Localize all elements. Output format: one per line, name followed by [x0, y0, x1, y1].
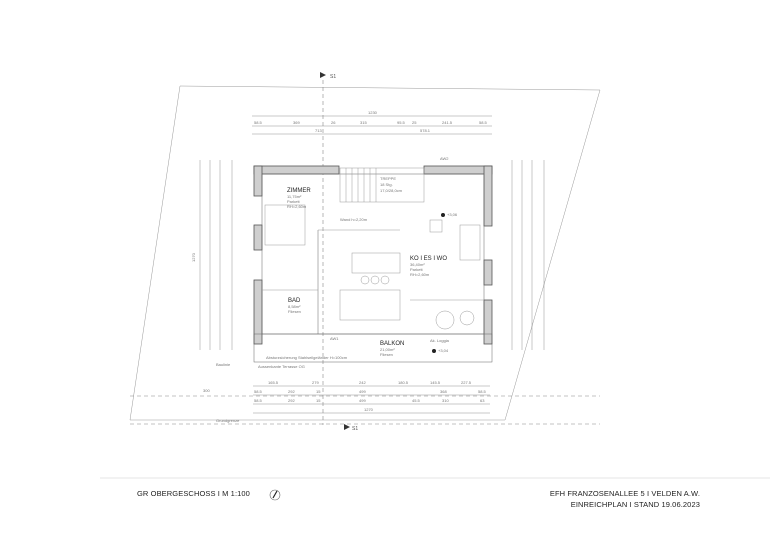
room-balkon: BALKON 21,00m² Fliesen — [380, 341, 404, 357]
top-dimensions: 1230 58.5 369 26 315 95.5 25 241.5 58.5 … — [252, 110, 492, 135]
svg-text:Fliesen: Fliesen — [380, 352, 393, 357]
north-arrow-icon — [269, 489, 281, 501]
dimension-label: 713 — [315, 128, 322, 133]
dimension-label: 15 — [316, 389, 321, 394]
room-zimmer: ZIMMER 11,75m² Parkett RH=2,60m — [287, 188, 311, 209]
stair-label: TREPPE — [380, 176, 396, 181]
svg-text:RH=2,60m: RH=2,60m — [287, 204, 307, 209]
svg-text:21,00m²: 21,00m² — [380, 347, 395, 352]
bottom-dimensions: 165.5 279 242 180.5 145.5 227.5 58.5 292… — [203, 380, 490, 414]
svg-text:KO I ES I WO: KO I ES I WO — [410, 256, 447, 262]
level-marker-icon — [432, 349, 436, 353]
right-dimensions — [511, 160, 545, 350]
dimension-label: 1270 — [364, 407, 374, 412]
dimension-label: 227.5 — [461, 380, 472, 385]
dimension-label: 369 — [293, 120, 300, 125]
svg-text:Parkett: Parkett — [287, 199, 301, 204]
svg-text:Fliesen: Fliesen — [288, 309, 301, 314]
grundgrenze-label: Grundgrenze — [216, 418, 240, 423]
svg-text:BAD: BAD — [288, 298, 301, 304]
terrace-label: Aussenkante Terrasse OG — [258, 364, 305, 369]
left-dimensions: 1270 — [191, 160, 233, 350]
dimension-label: 315 — [360, 120, 367, 125]
dimension-label: 578.1 — [420, 128, 431, 133]
room-bad: BAD 8,58m² Fliesen — [288, 298, 301, 314]
dimension-label: 25 — [412, 120, 417, 125]
level-label: +3,04 — [438, 348, 449, 353]
dimension-label: 292 — [288, 389, 295, 394]
wall-type-label: AW2 — [440, 156, 449, 161]
dimension-label: 241.5 — [442, 120, 453, 125]
dimension-label: 58.5 — [254, 389, 263, 394]
svg-text:36,40m²: 36,40m² — [410, 262, 425, 267]
dimension-label: 180.5 — [398, 380, 409, 385]
dimension-label: 499 — [359, 389, 366, 394]
dimension-label: 58.5 — [479, 120, 488, 125]
svg-text:RH=2,60m: RH=2,60m — [410, 272, 430, 277]
section-arrow-icon — [320, 72, 326, 78]
dimension-label: 242 — [359, 380, 366, 385]
svg-text:ZIMMER: ZIMMER — [287, 188, 311, 194]
loggia-label: Ak. Loggia — [430, 338, 450, 343]
dimension-label: 58.5 — [478, 389, 487, 394]
level-label: +3,06 — [447, 212, 458, 217]
dimension-label: 300 — [203, 388, 210, 393]
wall-label: Wand h=2,20m — [340, 217, 368, 222]
svg-text:8,58m²: 8,58m² — [288, 304, 301, 309]
dimension-label: 368 — [440, 389, 447, 394]
svg-text:Parkett: Parkett — [410, 267, 424, 272]
dimension-label: 1230 — [368, 110, 378, 115]
dimension-label: 15 — [316, 398, 321, 403]
level-marker-icon — [441, 213, 445, 217]
dimension-label: 63 — [480, 398, 485, 403]
dimension-label: 499 — [359, 398, 366, 403]
plan-title: GR OBERGESCHOSS I M 1:100 — [137, 489, 250, 498]
room-living: KO I ES I WO 36,40m² Parkett RH=2,60m — [410, 256, 447, 277]
dimension-label: 58.5 — [254, 398, 263, 403]
property-boundary — [129, 85, 601, 421]
section-label-top: S1 — [330, 74, 336, 80]
railing-label: Absturzsicherung Stahlseilgeländer H=100… — [266, 355, 348, 360]
svg-text:BALKON: BALKON — [380, 341, 404, 347]
dimension-label: 45.5 — [412, 398, 421, 403]
svg-text:11,75m²: 11,75m² — [287, 194, 302, 199]
dimension-label: 1270 — [191, 252, 196, 262]
dimension-label: 95.5 — [397, 120, 406, 125]
dimension-label: 279 — [312, 380, 319, 385]
furniture — [264, 204, 481, 330]
stair-size: 17,0/28,0cm — [380, 188, 403, 193]
section-label-bottom: S1 — [352, 426, 358, 432]
exterior-walls — [253, 165, 493, 345]
dimension-label: 26 — [331, 120, 336, 125]
dimension-label: 292 — [288, 398, 295, 403]
dimension-label: 165.5 — [268, 380, 279, 385]
section-arrow-icon — [344, 424, 350, 430]
dimension-label: 310 — [442, 398, 449, 403]
plan-status: EINREICHPLAN I STAND 19.06.2023 — [570, 500, 700, 509]
stair-steps: 18 Stg. — [380, 182, 393, 187]
dimension-label: 145.5 — [430, 380, 441, 385]
balcony-outline — [253, 333, 493, 363]
project-title: EFH FRANZOSENALLEE 5 I VELDEN A.W. — [549, 489, 700, 498]
dimension-label: 58.5 — [254, 120, 263, 125]
staircase: TREPPE 18 Stg. 17,0/28,0cm — [339, 167, 425, 203]
wall-type-label: AW1 — [330, 336, 339, 341]
baulinie-label: Baulinie — [216, 362, 231, 367]
